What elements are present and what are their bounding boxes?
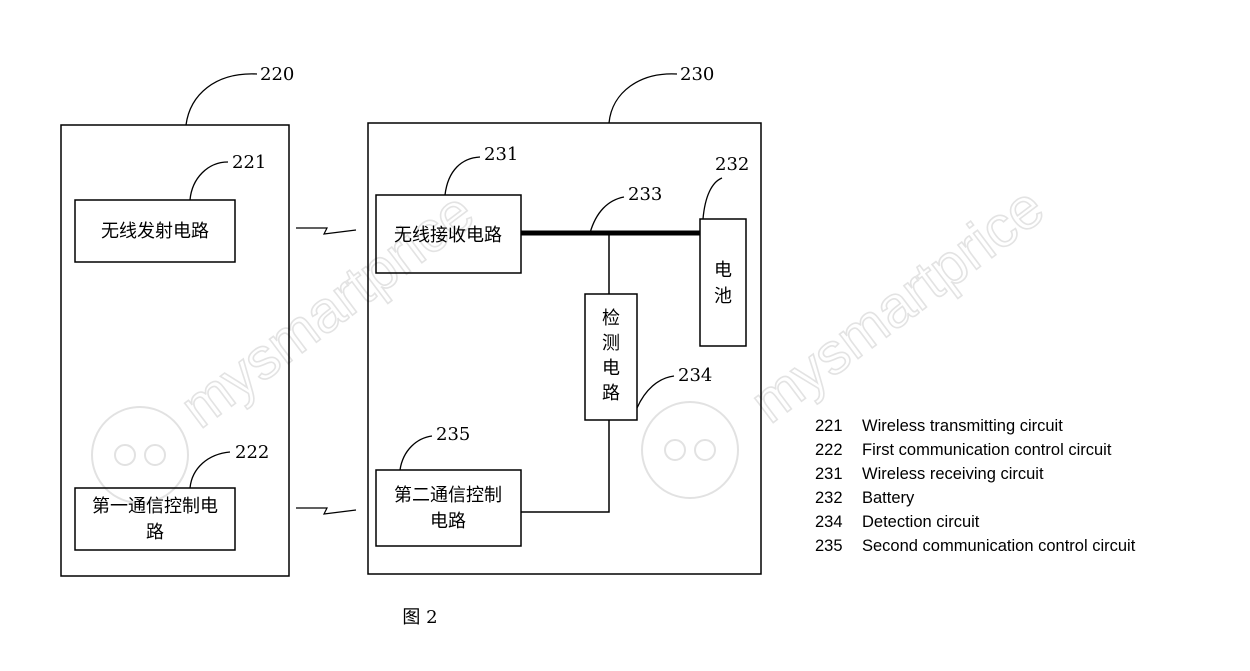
legend-row-222: 222 First communication control circuit: [815, 438, 1135, 462]
block-234-char-3: 电: [602, 358, 620, 379]
block-235-second-communication-control: [376, 470, 521, 546]
legend-row-221: 221 Wireless transmitting circuit: [815, 414, 1135, 438]
leader-221: [190, 162, 228, 200]
block-221-label: 无线发射电路: [101, 221, 209, 242]
watermark-text-right: mysmartprice: [739, 174, 1056, 435]
block-222-label-line2: 路: [146, 522, 164, 543]
block-234-char-4: 路: [602, 383, 620, 404]
leader-234: [637, 376, 674, 408]
wireless-link-upper: [296, 228, 356, 234]
legend: 221 Wireless transmitting circuit 222 Fi…: [815, 414, 1135, 558]
ref-222: 222: [235, 442, 269, 463]
block-232-label-line2: 池: [714, 286, 732, 307]
block-231-label: 无线接收电路: [394, 225, 502, 246]
legend-row-235: 235 Second communication control circuit: [815, 534, 1135, 558]
legend-text: Wireless receiving circuit: [862, 462, 1044, 486]
ref-230: 230: [680, 64, 714, 85]
legend-text: First communication control circuit: [862, 438, 1111, 462]
legend-text: Detection circuit: [862, 510, 979, 534]
ref-232: 232: [715, 154, 749, 175]
ref-235: 235: [436, 424, 470, 445]
leader-232: [703, 178, 722, 219]
ref-231: 231: [484, 144, 518, 165]
block-235-label-line2: 电路: [430, 511, 466, 532]
block-234-char-2: 测: [602, 333, 620, 354]
block-222-label-line1: 第一通信控制电: [92, 496, 218, 517]
legend-row-232: 232 Battery: [815, 486, 1135, 510]
block-235-label-line1: 第二通信控制: [394, 485, 502, 506]
block-230-frame: [368, 123, 761, 574]
legend-num: 234: [815, 510, 862, 534]
ref-221: 221: [232, 152, 266, 173]
watermark-logo-right: [642, 402, 738, 498]
ref-234: 234: [678, 365, 712, 386]
legend-text: Battery: [862, 486, 914, 510]
leader-235: [400, 436, 432, 470]
wireless-link-lower: [296, 508, 356, 514]
legend-row-234: 234 Detection circuit: [815, 510, 1135, 534]
ref-220: 220: [260, 64, 294, 85]
legend-row-231: 231 Wireless receiving circuit: [815, 462, 1135, 486]
legend-num: 221: [815, 414, 862, 438]
block-234-char-1: 检: [602, 308, 620, 329]
leader-233: [590, 197, 624, 233]
watermark-text-left: mysmartprice: [169, 179, 486, 440]
legend-num: 222: [815, 438, 862, 462]
leader-220: [186, 74, 257, 125]
block-232-label-line1: 电: [714, 260, 732, 281]
legend-num: 231: [815, 462, 862, 486]
wire-detection-to-235: [521, 420, 609, 512]
figure-caption: 图 2: [402, 607, 437, 628]
block-232-battery: [700, 219, 746, 346]
leader-222: [190, 452, 230, 488]
legend-text: Wireless transmitting circuit: [862, 414, 1063, 438]
legend-num: 235: [815, 534, 862, 558]
legend-num: 232: [815, 486, 862, 510]
leader-230: [609, 74, 677, 123]
ref-233: 233: [628, 184, 662, 205]
legend-text: Second communication control circuit: [862, 534, 1135, 558]
